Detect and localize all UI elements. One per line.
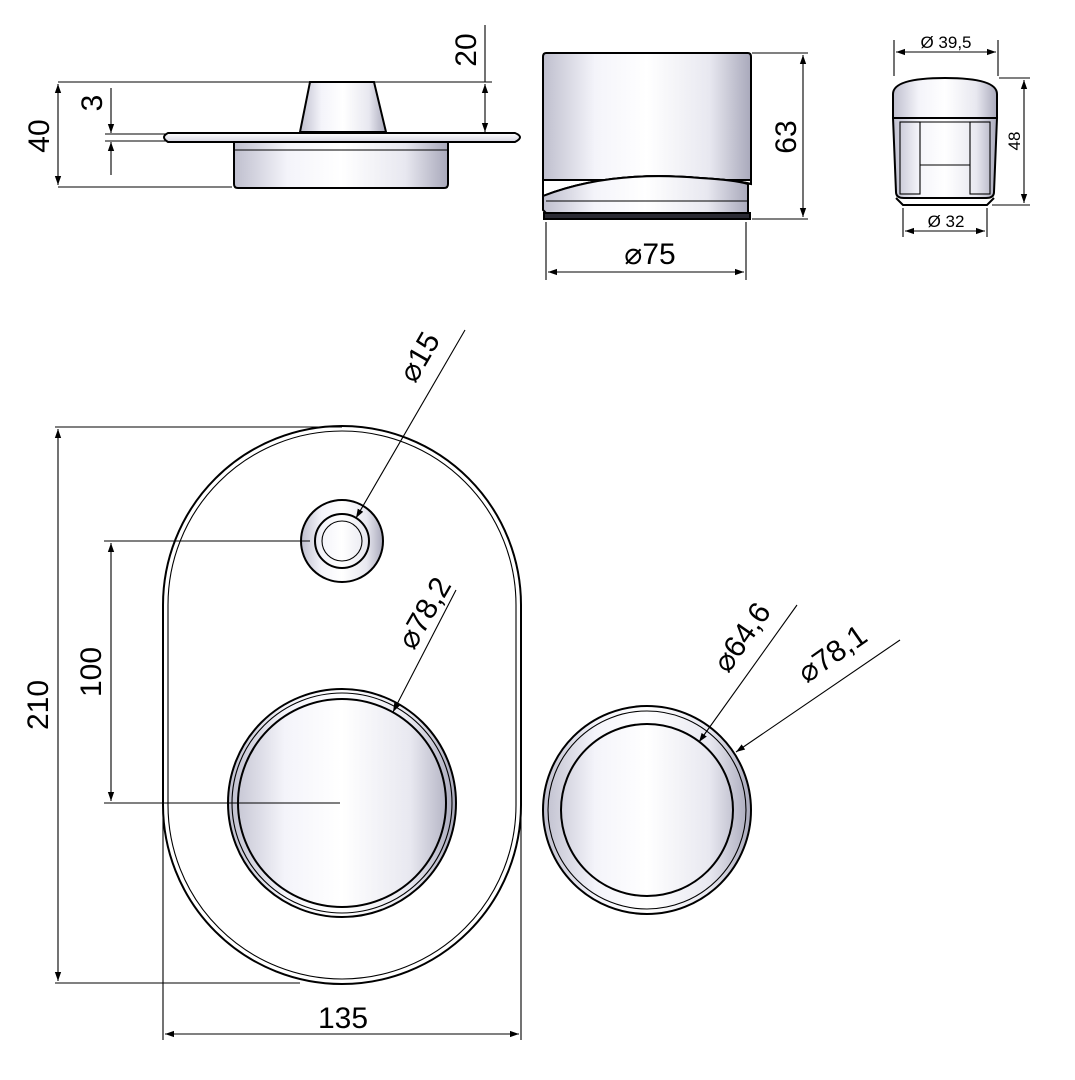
knob-side-view — [891, 76, 999, 206]
cap-side-view — [542, 52, 752, 220]
flange-top-height-label: 20 — [450, 33, 483, 66]
ring-outer-diameter-label: ⌀78,1 — [792, 619, 874, 690]
flange-thickness-label: 3 — [76, 95, 109, 112]
large-hole-diameter-label: ⌀78,2 — [391, 572, 458, 655]
cap-diameter-label: ⌀75 — [624, 238, 675, 271]
cap-height-label: 63 — [770, 120, 803, 153]
flange-side-view — [163, 81, 521, 189]
plate-dimension-lines — [54, 329, 522, 1040]
plate-width-label: 135 — [318, 1002, 368, 1035]
knob-height-label: 48 — [1005, 132, 1024, 151]
ring-front-view — [542, 705, 752, 915]
knob-top-diameter-label: Ø 39,5 — [920, 33, 971, 52]
plate-front-view — [162, 425, 522, 985]
ring-dimension-lines — [698, 604, 901, 753]
plate-height-label: 210 — [22, 680, 55, 730]
small-hole-diameter-label: ⌀15 — [393, 327, 447, 388]
flange-dimension-lines — [54, 25, 492, 188]
cap-dimension-lines — [545, 52, 808, 280]
spacing-label: 100 — [75, 647, 108, 697]
ring-inner-diameter-label: ⌀64,6 — [707, 597, 778, 679]
knob-bottom-diameter-label: Ø 32 — [928, 212, 965, 231]
knob-dimension-lines — [893, 40, 1030, 237]
flange-total-height-label: 40 — [23, 119, 56, 152]
